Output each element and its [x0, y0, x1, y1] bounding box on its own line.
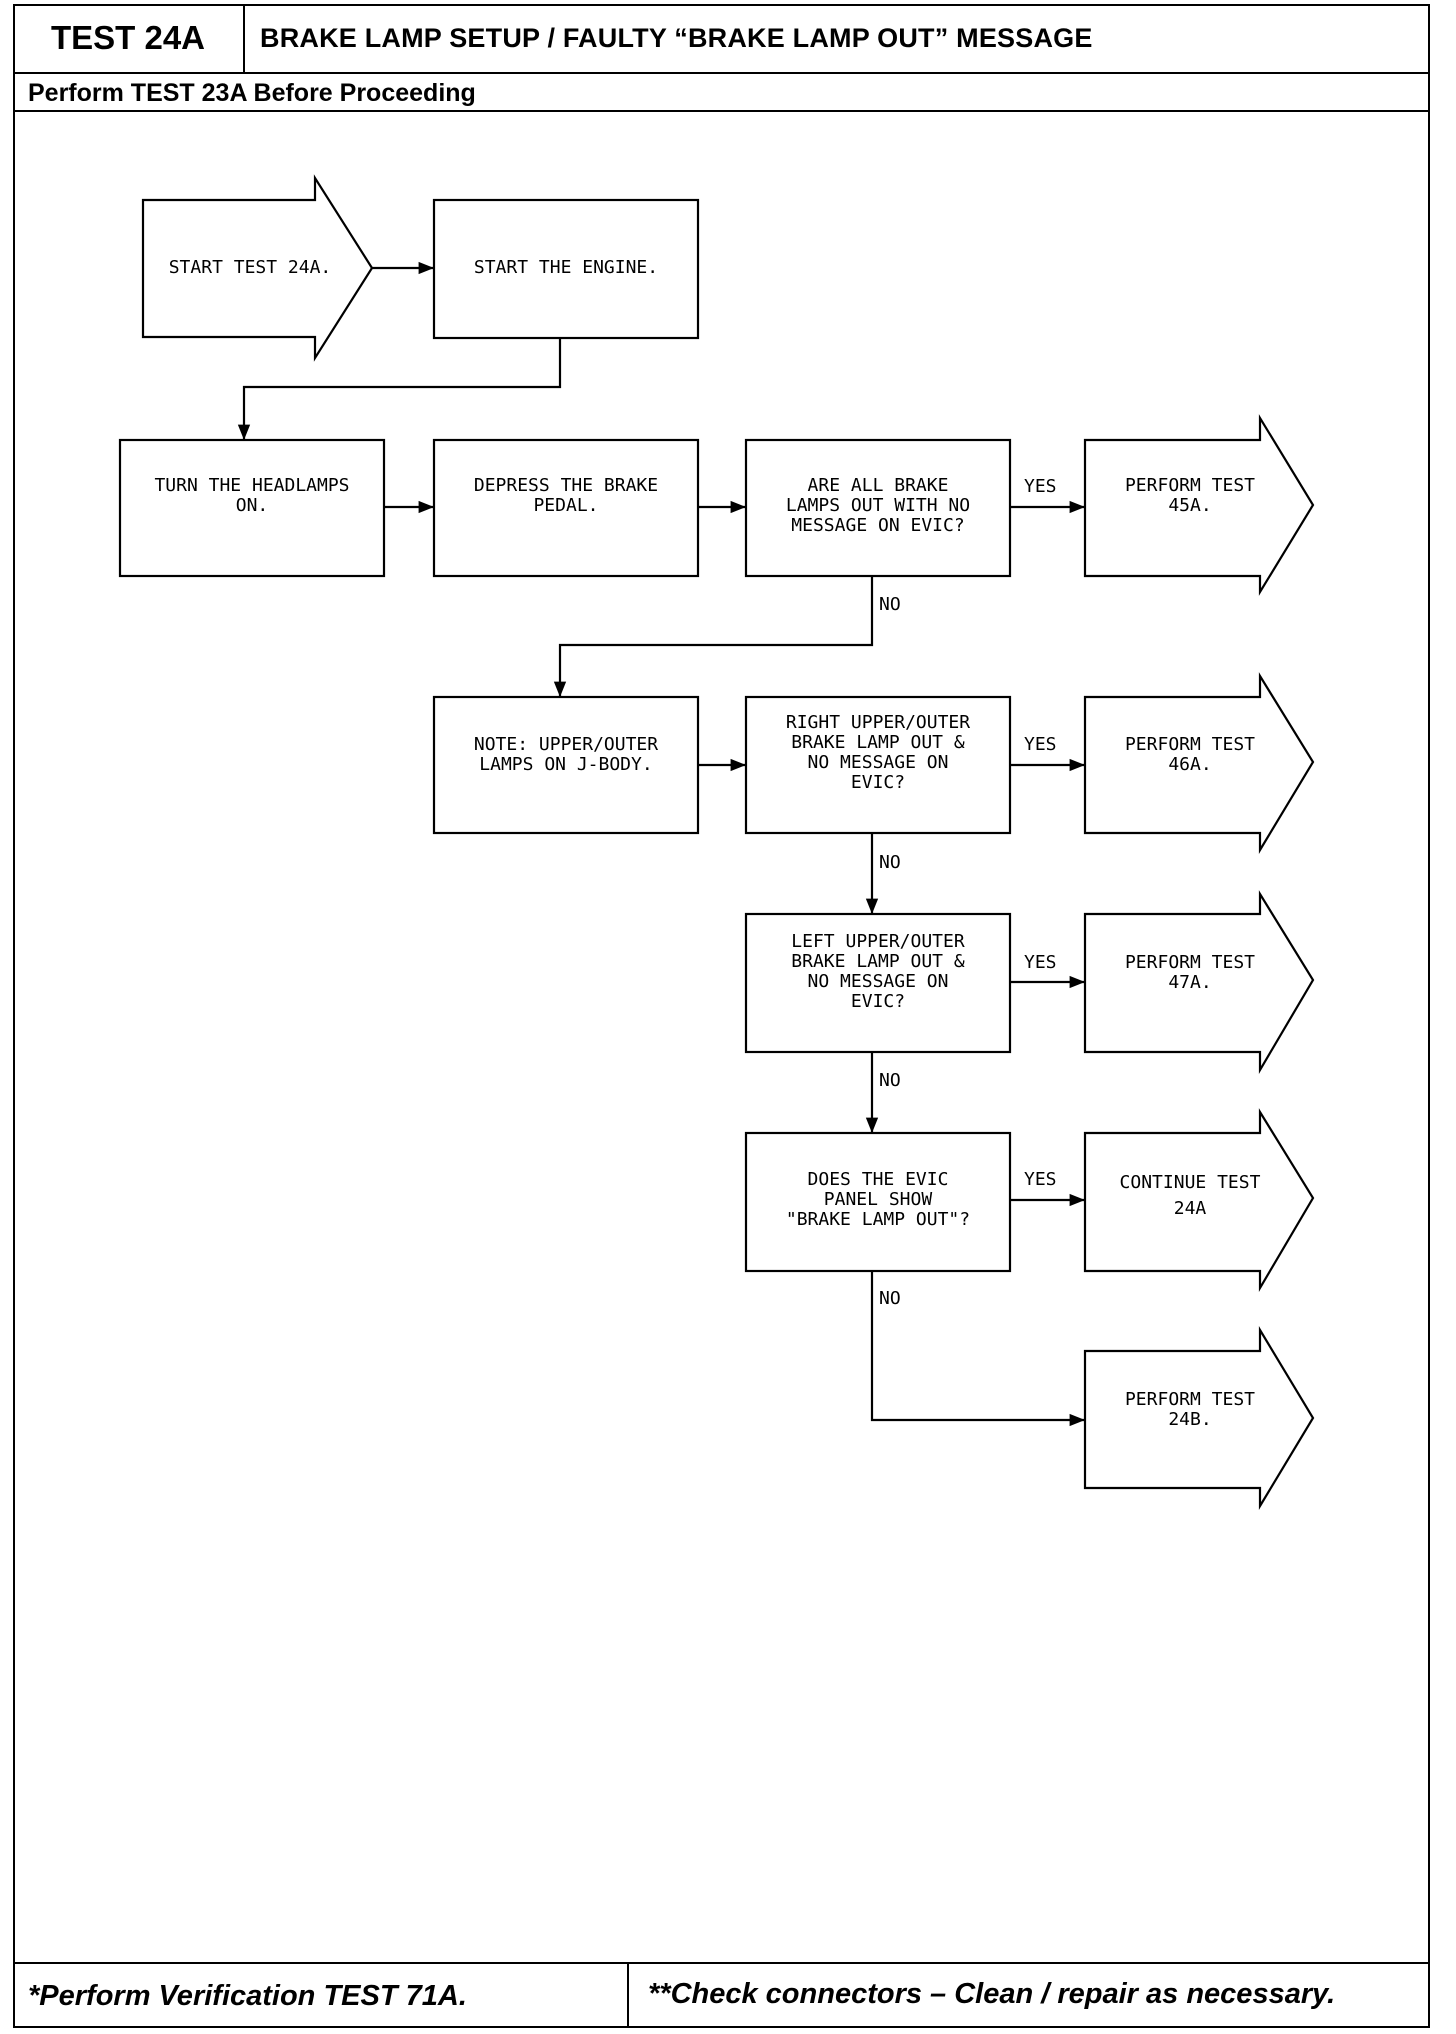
question-all-out-label: ARE ALL BRAKE LAMPS OUT WITH NO MESSAGE …	[785, 475, 971, 536]
result-46a-label: PERFORM TEST 46A.	[1124, 734, 1256, 775]
note-jbody-label: NOTE: UPPER/OUTER LAMPS ON J-BODY.	[473, 734, 659, 775]
result-47a-label: PERFORM TEST 47A.	[1124, 952, 1256, 993]
question-right-label: RIGHT UPPER/OUTER BRAKE LAMP OUT & NO ME…	[785, 712, 971, 793]
header-divider	[13, 72, 1430, 74]
result-45a-shape	[1083, 414, 1315, 596]
yes-label-4: YES	[1024, 1169, 1057, 1190]
result-24b-label: PERFORM TEST 24B.	[1124, 1389, 1256, 1430]
footer-verification-note: *Perform Verification TEST 71A.	[28, 1979, 467, 2012]
start-engine-label: START THE ENGINE.	[473, 257, 659, 278]
question-evic-label: DOES THE EVIC PANEL SHOW "BRAKE LAMP OUT…	[785, 1169, 971, 1230]
header-divider-2	[13, 110, 1430, 112]
page-title: BRAKE LAMP SETUP / FAULTY “BRAKE LAMP OU…	[260, 22, 1093, 53]
result-46a-shape	[1083, 672, 1315, 854]
footer-connectors-note: **Check connectors – Clean / repair as n…	[648, 1977, 1336, 2010]
result-47a-shape	[1083, 890, 1315, 1075]
depress-brake-label: DEPRESS THE BRAKE PEDAL.	[473, 475, 659, 516]
yes-label-3: YES	[1024, 952, 1057, 973]
question-left-label: LEFT UPPER/OUTER BRAKE LAMP OUT & NO MES…	[791, 931, 965, 1012]
yes-label-1: YES	[1024, 476, 1057, 497]
prerequisite-note: Perform TEST 23A Before Proceeding	[28, 78, 476, 107]
result-45a-label: PERFORM TEST 45A.	[1124, 475, 1256, 516]
start-label: START TEST 24A.	[168, 257, 332, 278]
result-24b-shape	[1083, 1326, 1315, 1510]
yes-label-2: YES	[1024, 734, 1057, 755]
no-label-2: NO	[879, 852, 901, 873]
footer-separator	[627, 1962, 629, 2028]
no-label-1: NO	[879, 594, 901, 615]
test-id: TEST 24A	[13, 4, 245, 72]
no-label-4: NO	[879, 1288, 901, 1309]
result-continue-label: CONTINUE TEST 24A	[1119, 1172, 1261, 1219]
question-evic-box	[744, 1131, 1012, 1273]
result-continue-shape	[1083, 1108, 1315, 1293]
page-frame	[13, 4, 1430, 2028]
start-shape	[141, 174, 374, 362]
footer-divider	[13, 1962, 1430, 1964]
no-label-3: NO	[879, 1070, 901, 1091]
headlamps-label: TURN THE HEADLAMPS ON.	[154, 475, 350, 516]
